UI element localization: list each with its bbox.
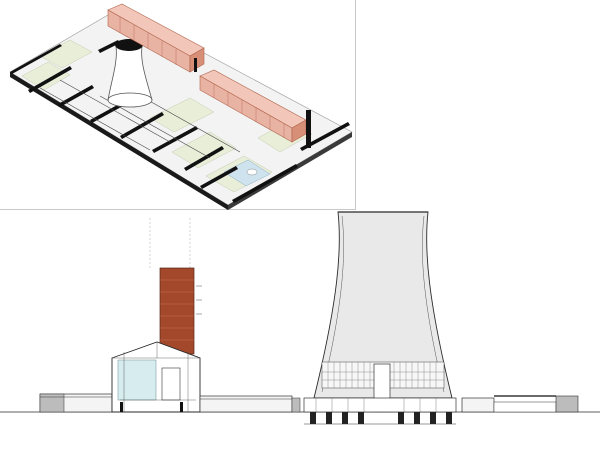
axon-low-walls [10,40,350,203]
cooling-tower-louvres [322,362,444,388]
axon-brick-building-lower [199,69,311,148]
section-chimney-ghost [149,218,191,270]
section-right-annex [461,395,579,413]
axonometric-view [9,3,353,210]
section-middle-annex [199,395,301,413]
section-brick-chimney [159,267,202,355]
section-cooling-tower [303,211,457,425]
axon-pool-feature [246,168,258,176]
axon-cooling-tower [107,39,153,108]
axon-slab-edge-left [10,72,228,210]
section-view [0,211,600,425]
cooling-tower-footings [310,412,452,424]
section-glass-hall [111,341,201,413]
axon-brick-building-upper [107,3,205,73]
section-left-annex [39,393,113,413]
